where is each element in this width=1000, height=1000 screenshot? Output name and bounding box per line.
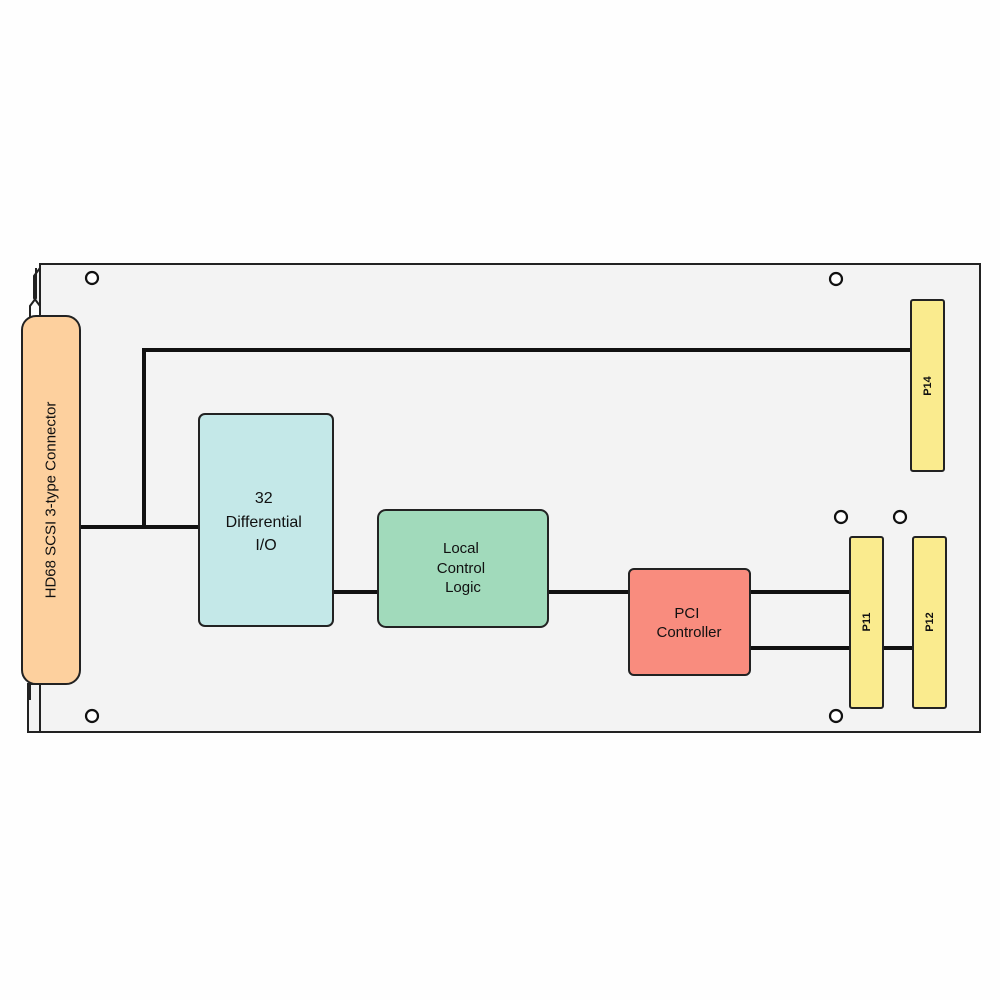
scsi-connector-label: HD68 SCSI 3-type Connector xyxy=(43,402,60,599)
mounting-hole xyxy=(828,708,844,724)
p11-label: P11 xyxy=(861,613,873,632)
p14-label: P14 xyxy=(922,375,934,395)
mounting-holes xyxy=(84,270,908,724)
mounting-hole xyxy=(833,509,849,525)
p14-connector xyxy=(910,299,945,472)
differential-io-block xyxy=(198,413,334,627)
p11-connector xyxy=(849,536,884,709)
pci-controller-label: PCI Controller xyxy=(656,605,721,641)
wire-bus-to-p14 xyxy=(142,348,913,529)
mounting-hole xyxy=(828,271,844,287)
differential-io-label: 32 Differential I/O xyxy=(226,490,307,554)
wires xyxy=(78,348,915,650)
mounting-hole xyxy=(84,708,100,724)
mounting-hole xyxy=(892,509,908,525)
local-control-logic-block xyxy=(377,509,549,628)
pci-controller-block xyxy=(628,568,751,676)
mounting-hole xyxy=(84,270,100,286)
p12-connector xyxy=(912,536,947,709)
board-outline xyxy=(27,263,981,733)
local-control-logic-label: Local Control Logic xyxy=(437,540,490,596)
p12-label: P12 xyxy=(924,612,936,632)
scsi-connector xyxy=(21,315,81,685)
